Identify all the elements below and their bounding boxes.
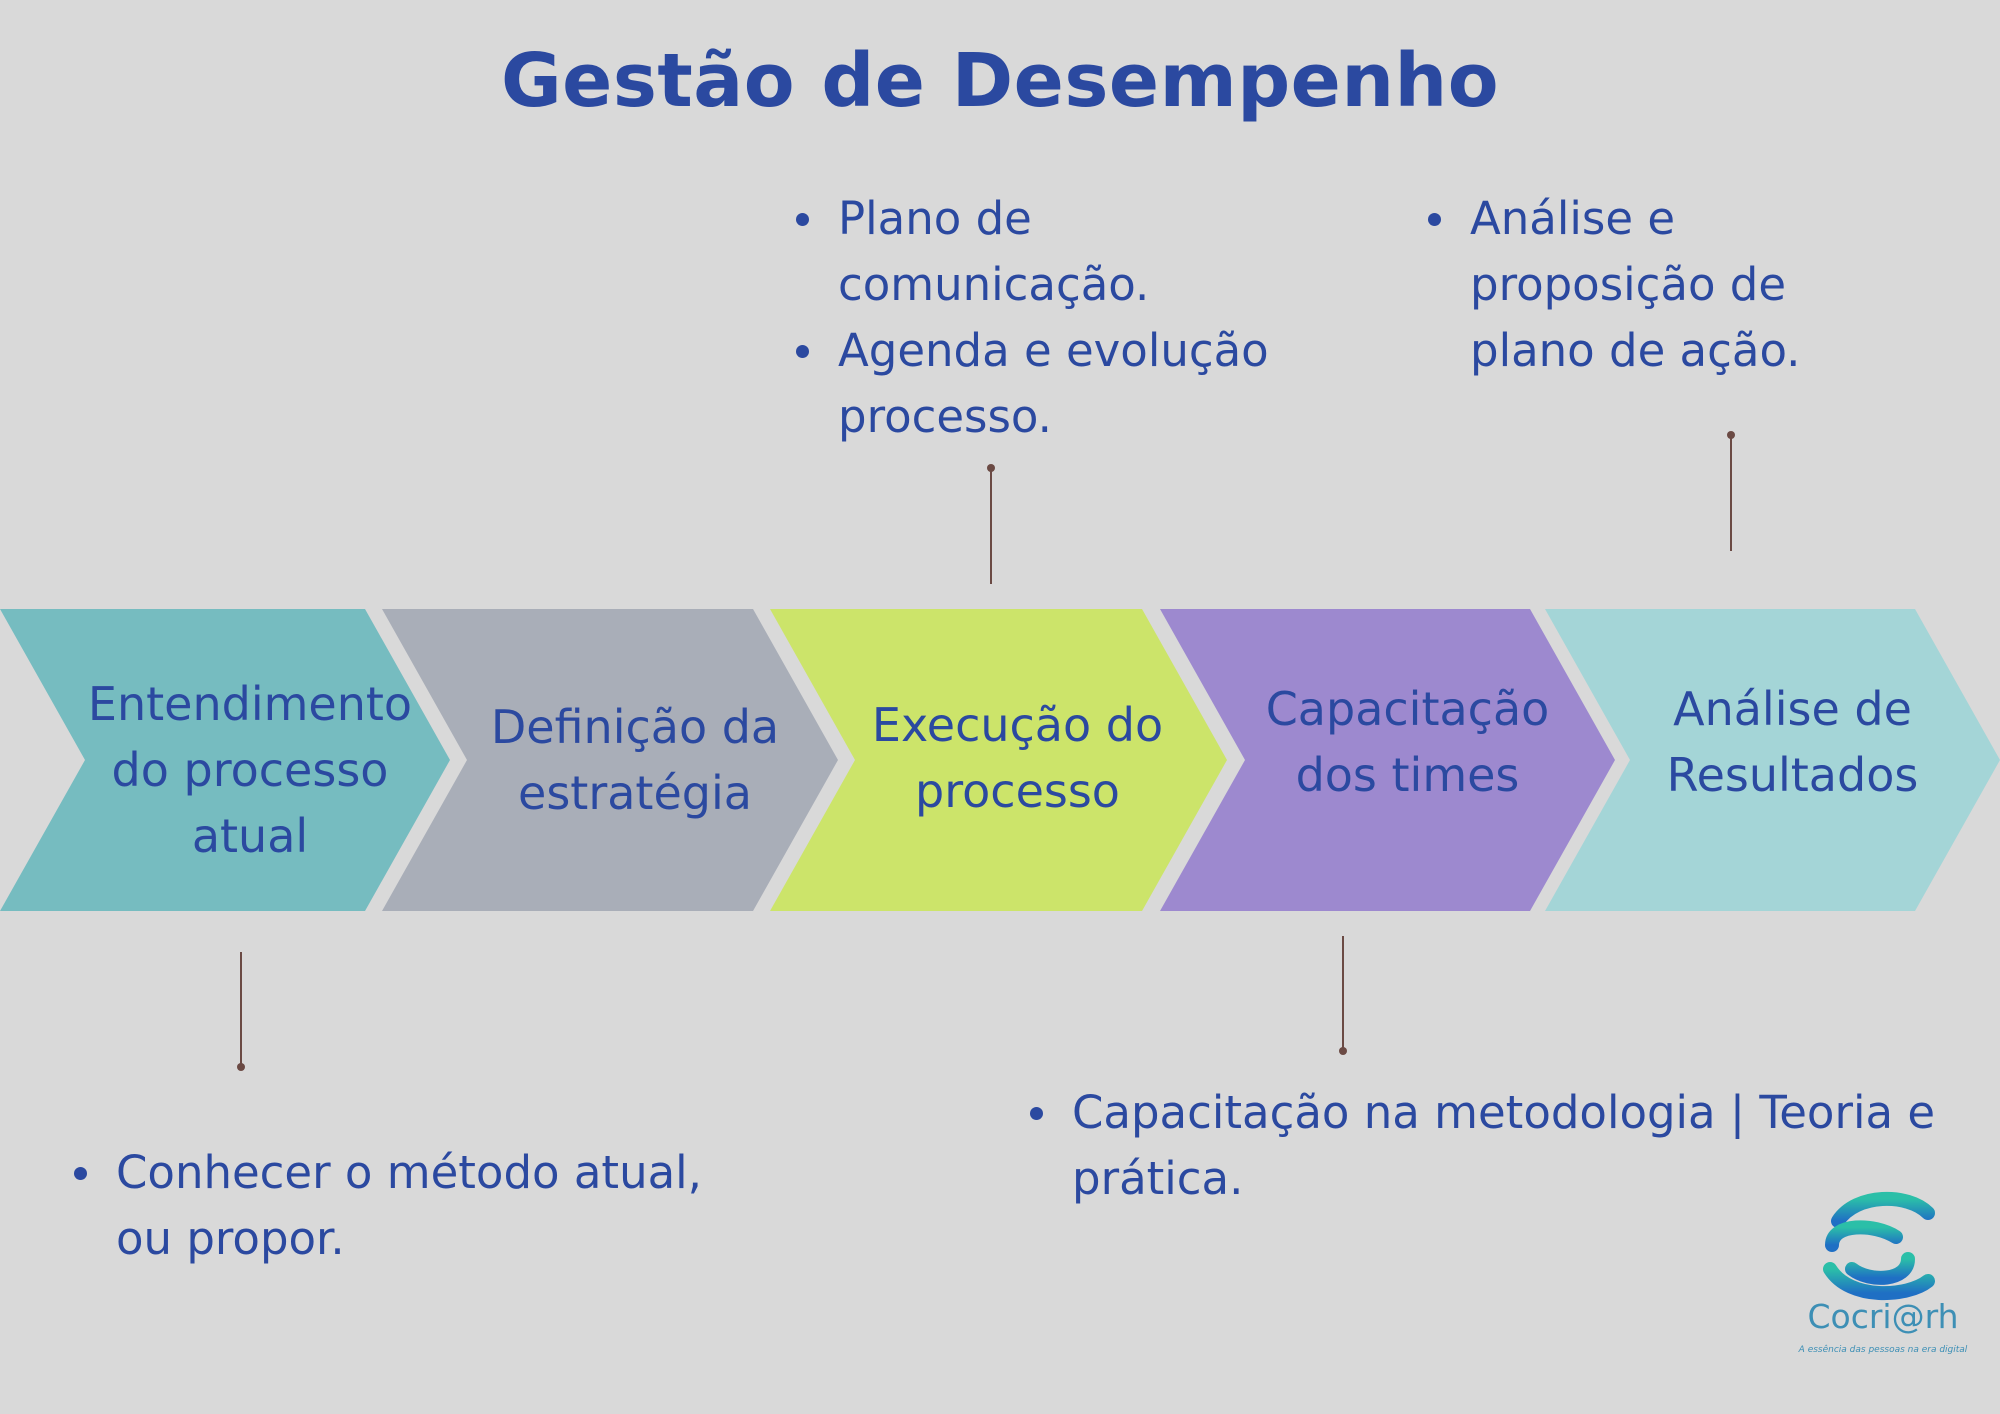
notes-stage-3: Plano de comunicação. Agenda e evolução … [790,186,1310,450]
connector-dot-stage-1 [237,1063,245,1071]
note-item: Análise e proposição de plano de ação. [1422,186,1822,384]
connector-dot-stage-3 [987,464,995,472]
stage-label-4: Capacitação dos times [1265,682,1550,802]
note-item: Agenda e evolução processo. [790,318,1310,450]
stage-label-3: Execução do processo [871,698,1164,818]
stage-label-1: Entendimento do processo atual [87,677,413,863]
note-item: Capacitação na metodologia | Teoria e pr… [1024,1080,1974,1212]
chevron-stage-1 [0,609,450,911]
chevron-stage-3 [770,609,1227,911]
connector-dot-stage-5 [1727,431,1735,439]
note-item: Conhecer o método atual, ou propor. [68,1140,768,1272]
connector-stage-3 [990,468,992,584]
stage-label-2: Definição da estratégia [490,700,780,820]
notes-stage-4: Capacitação na metodologia | Teoria e pr… [1024,1080,1974,1212]
chevron-stage-5 [1545,609,2000,911]
logo-name: Cocri@rh [1807,1297,1959,1336]
notes-stage-1: Conhecer o método atual, ou propor. [68,1140,768,1272]
logo-tagline: A essência das pessoas na era digital [1798,1345,1968,1355]
page-title: Gestão de Desempenho [500,38,1500,124]
stage-label-5: Análise de Resultados [1666,682,1919,802]
connector-stage-1 [240,952,242,1067]
note-item: Plano de comunicação. [790,186,1310,318]
chevron-stage-2 [382,609,838,911]
connector-stage-4 [1342,936,1344,1051]
cocriarh-logo-icon [1823,1191,1935,1301]
notes-stage-5: Análise e proposição de plano de ação. [1422,186,1822,384]
chevron-stage-4 [1160,609,1615,911]
connector-dot-stage-4 [1339,1047,1347,1055]
connector-stage-5 [1730,435,1732,551]
